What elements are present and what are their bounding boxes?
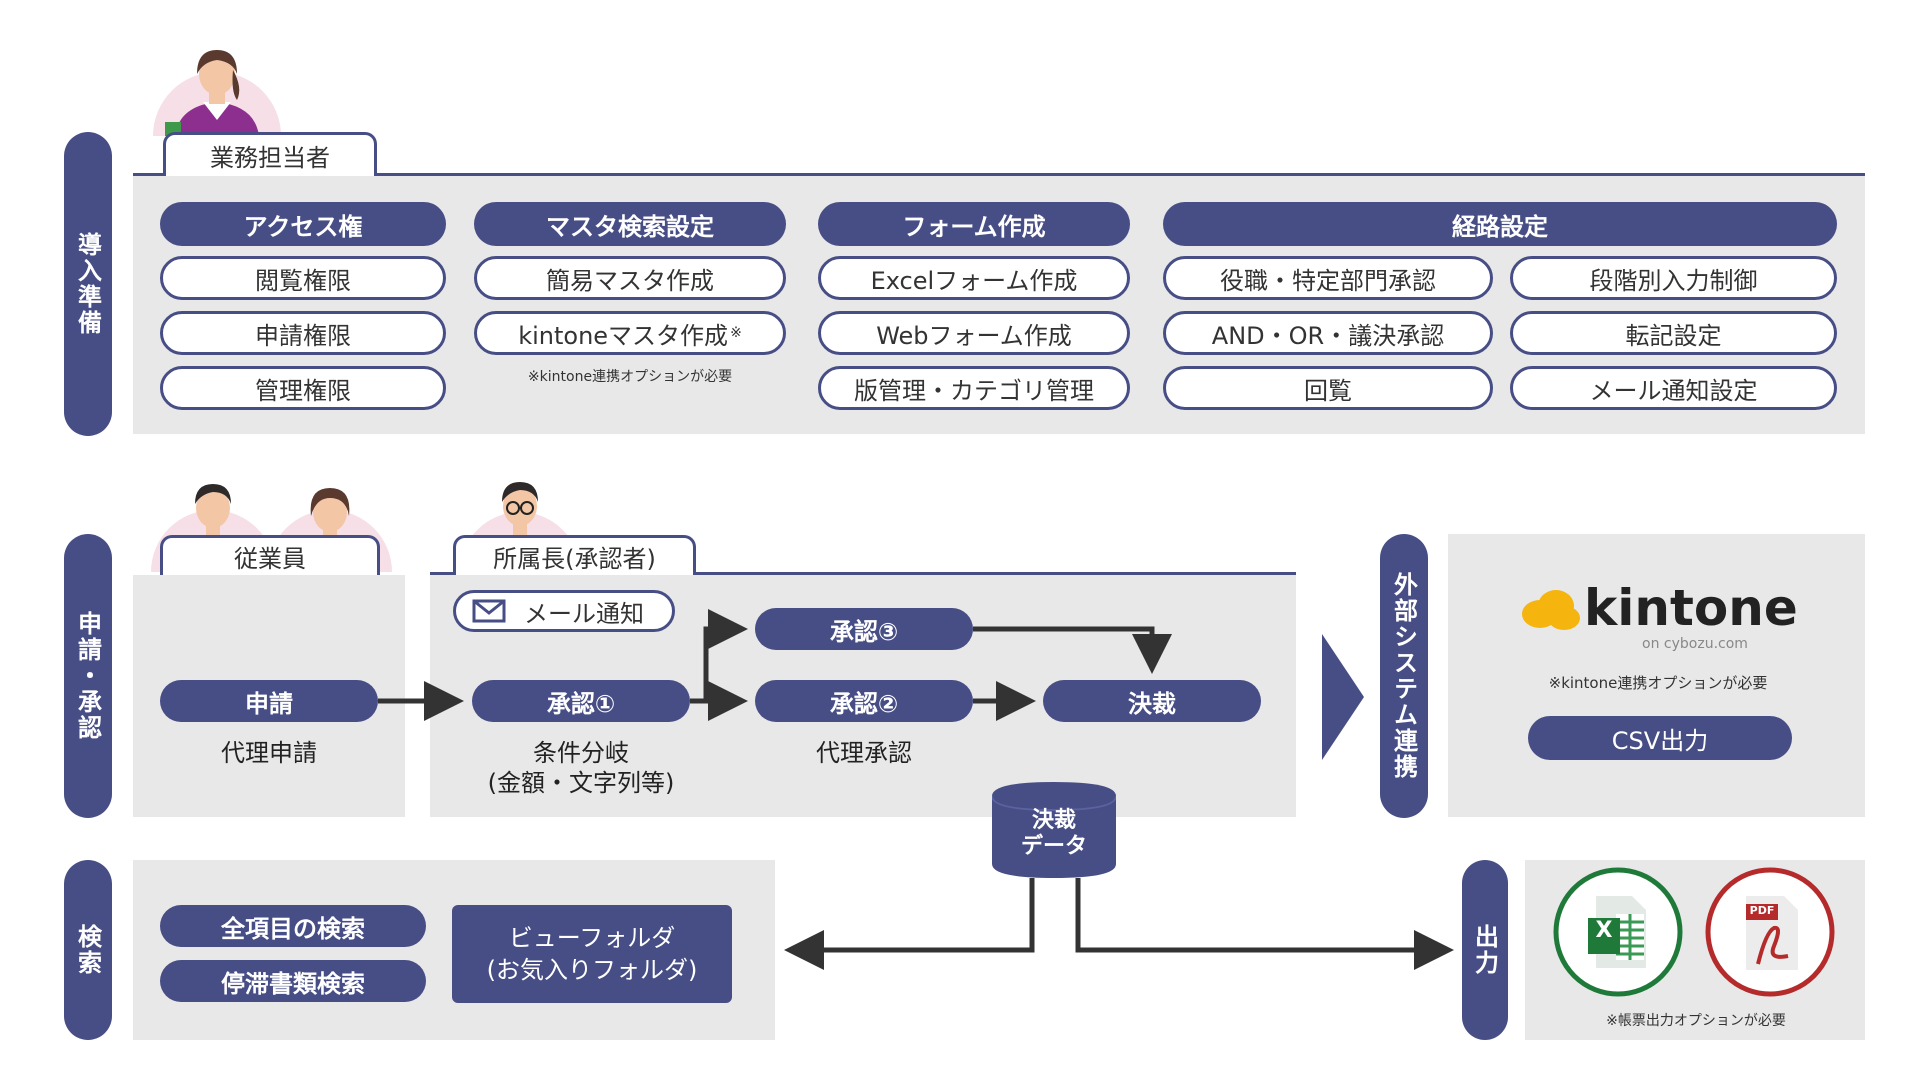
pdf-file-icon (1705, 867, 1835, 997)
master-kintone-note: ※kintone連携オプションが必要 (527, 369, 733, 385)
form-version-item: 版管理・カテゴリ管理 (818, 366, 1130, 410)
route-stage-item: 段階別入力制御 (1510, 256, 1837, 300)
access-view-item: 閲覧権限 (160, 256, 446, 300)
kintone-option-note: ※kintone連携オプションが必要 (1548, 674, 1768, 692)
kintone-cloud-icon (1522, 590, 1580, 630)
access-apply-item: 申請権限 (160, 311, 446, 355)
role-tab-manager: 所属長(承認者) (453, 535, 696, 575)
decision-data-label: 決裁 データ (1020, 808, 1087, 859)
access-admin-item: 管理権限 (160, 366, 446, 410)
approve1-branch-label: 条件分岐 (533, 739, 629, 767)
decision-step: 決裁 (1043, 680, 1261, 722)
route-circulate-item: 回覧 (1163, 366, 1493, 410)
search-all-pill: 全項目の検索 (160, 905, 426, 947)
view-folder-box: ビューフォルダ (お気入りフォルダ) (452, 905, 732, 1003)
setup-top-line (133, 173, 1865, 176)
route-mail-item: メール通知設定 (1510, 366, 1837, 410)
form-excel-item: Excelフォーム作成 (818, 256, 1130, 300)
search-stalled-pill: 停滞書類検索 (160, 960, 426, 1002)
approval-top-line (430, 572, 1296, 575)
decision-data-cylinder-icon (992, 782, 1116, 878)
access-header: アクセス権 (160, 202, 446, 246)
output-option-note: ※帳票出力オプションが必要 (1606, 1013, 1786, 1029)
form-web-item: Webフォーム作成 (818, 311, 1130, 355)
route-transfer-item: 転記設定 (1510, 311, 1837, 355)
kintone-logo-sub: on cybozu.com (1642, 636, 1748, 652)
section-label-search: 検索 (64, 860, 112, 1040)
mail-notify-badge: メール通知 (453, 590, 675, 632)
arrow-data-to-search (784, 878, 1035, 970)
approve2-proxy-label: 代理承認 (816, 739, 912, 767)
csv-output-pill: CSV出力 (1528, 716, 1792, 760)
excel-icon-letter: X (1595, 918, 1613, 943)
master-header: マスタ検索設定 (474, 202, 786, 246)
approve3-step: 承認③ (755, 608, 973, 650)
route-andor-item: AND・OR・議決承認 (1163, 311, 1493, 355)
master-kintone-item: kintoneマスタ作成※ (474, 311, 786, 355)
arrow-data-to-output (1075, 878, 1454, 970)
section-label-external: 外部システム連携 (1380, 534, 1428, 818)
business-person-icon (153, 50, 281, 136)
apply-proxy-label: 代理申請 (221, 739, 317, 767)
kintone-panel (1448, 534, 1865, 817)
route-position-item: 役職・特定部門承認 (1163, 256, 1493, 300)
section-label-setup: 導入準備 (64, 132, 112, 436)
apply-step: 申請 (160, 680, 378, 722)
section-label-apply: 申請・承認 (64, 534, 112, 818)
route-header: 経路設定 (1163, 202, 1837, 246)
mail-icon (472, 599, 506, 623)
form-header: フォーム作成 (818, 202, 1130, 246)
approve1-branch-detail: (金額・文字列等) (487, 769, 675, 797)
external-chevron-icon (1322, 634, 1364, 760)
approve1-step: 承認① (472, 680, 690, 722)
approve2-step: 承認② (755, 680, 973, 722)
role-tab-business: 業務担当者 (163, 132, 377, 176)
pdf-icon-label: PDF (1749, 904, 1775, 917)
excel-file-icon (1553, 867, 1683, 997)
role-tab-employee: 従業員 (160, 535, 380, 575)
section-label-output: 出力 (1462, 860, 1508, 1040)
kintone-logo-text: kintone (1584, 579, 1798, 637)
master-simple-item: 簡易マスタ作成 (474, 256, 786, 300)
